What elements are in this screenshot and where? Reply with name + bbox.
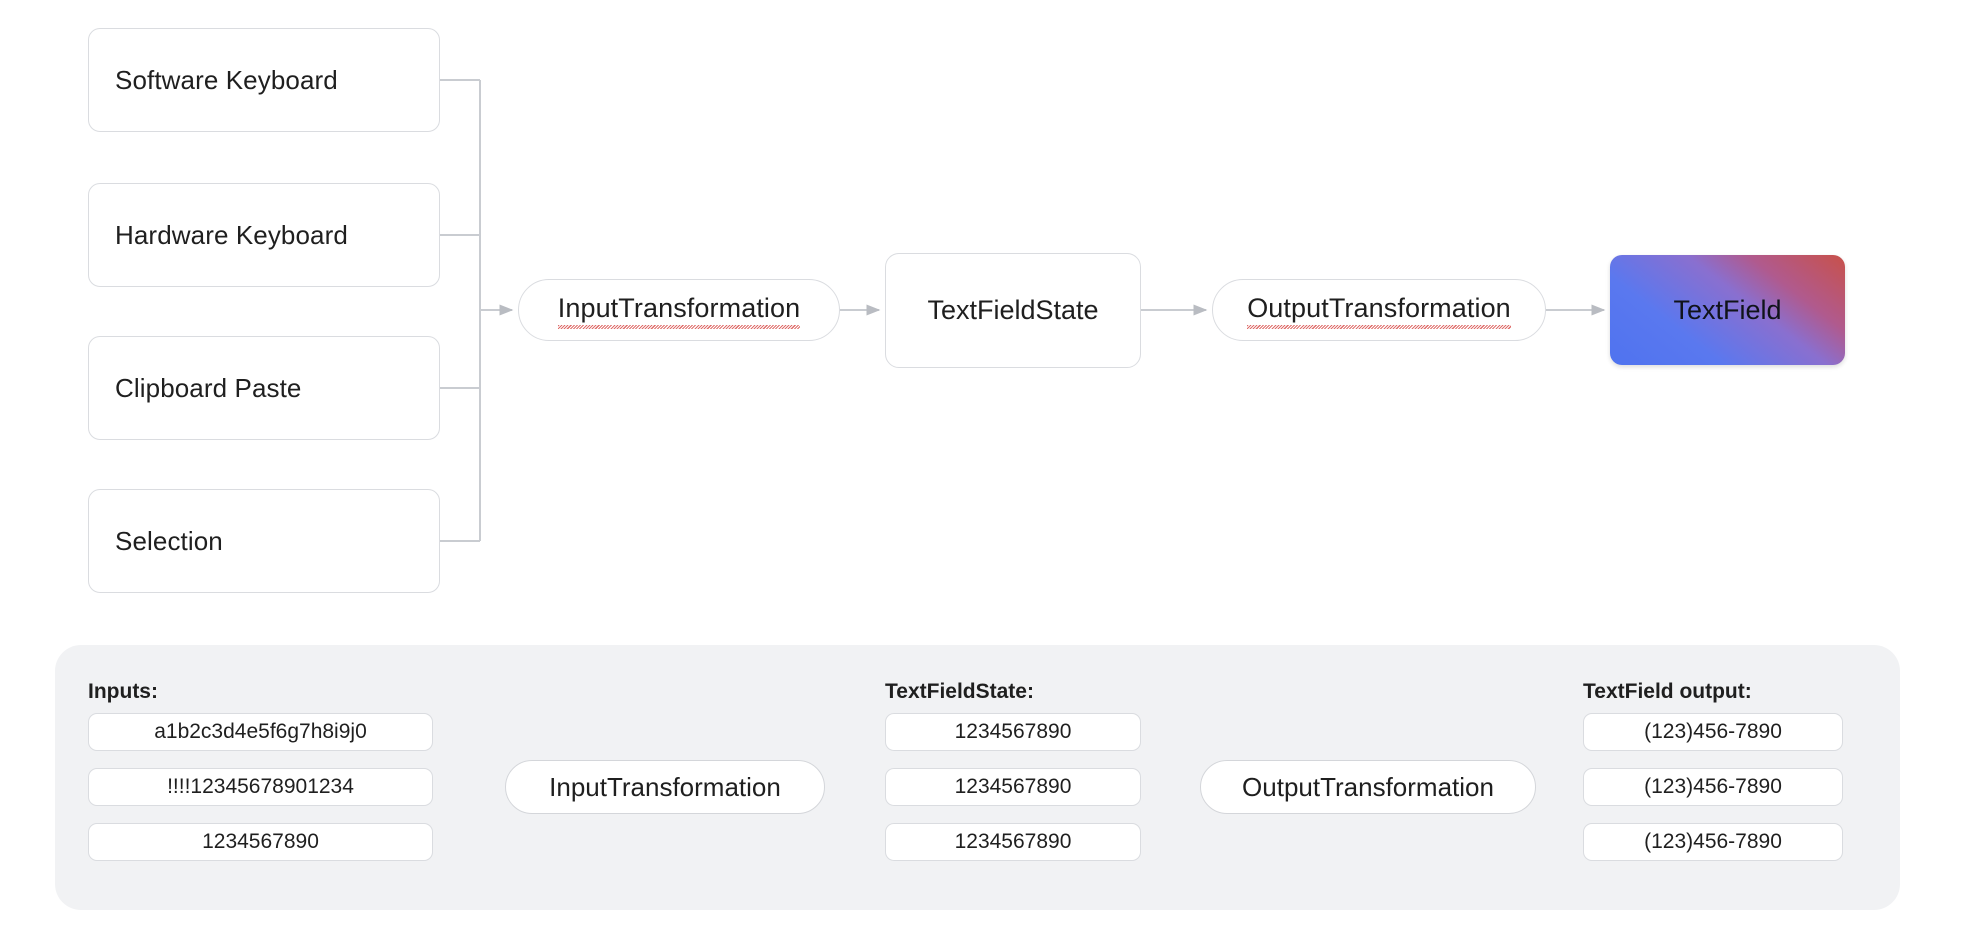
textfieldstate-value-text: 1234567890: [954, 830, 1072, 853]
panel-node-output-transformation[interactable]: OutputTransformation: [1200, 760, 1536, 814]
panel-node-input-transformation-label: InputTransformation: [549, 771, 781, 802]
textfieldstate-value-box[interactable]: 1234567890: [885, 713, 1141, 751]
source-box-hardware-keyboard[interactable]: Hardware Keyboard: [88, 183, 440, 287]
panel-node-output-transformation-label: OutputTransformation: [1242, 771, 1494, 802]
node-input-transformation[interactable]: InputTransformation: [518, 279, 840, 341]
source-box-software-keyboard[interactable]: Software Keyboard: [88, 28, 440, 132]
textfieldstate-value-box[interactable]: 1234567890: [885, 768, 1141, 806]
textfield-output-text: (123)456-7890: [1644, 720, 1782, 743]
source-box-clipboard-paste[interactable]: Clipboard Paste: [88, 336, 440, 440]
panel-label-inputs: Inputs:: [88, 680, 158, 703]
textfield-output-box[interactable]: (123)456-7890: [1583, 768, 1843, 806]
node-input-transformation-label: InputTransformation: [557, 293, 801, 329]
node-textfieldstate-label: TextFieldState: [927, 295, 1099, 325]
source-box-label: Clipboard Paste: [115, 372, 302, 403]
input-value-text: 1234567890: [202, 830, 319, 853]
panel-node-input-transformation[interactable]: InputTransformation: [505, 760, 825, 814]
textfieldstate-value-box[interactable]: 1234567890: [885, 823, 1141, 861]
source-box-label: Selection: [115, 525, 223, 556]
source-box-label: Hardware Keyboard: [115, 219, 348, 250]
textfield-output-text: (123)456-7890: [1644, 830, 1782, 853]
input-value-text: a1b2c3d4e5f6g7h8i9j0: [154, 720, 367, 743]
node-output-transformation-label: OutputTransformation: [1247, 293, 1511, 329]
panel-label-textfieldstate: TextFieldState:: [885, 680, 1034, 703]
input-value-text: !!!!12345678901234: [167, 775, 354, 798]
input-value-box[interactable]: !!!!12345678901234: [88, 768, 433, 806]
node-output-transformation[interactable]: OutputTransformation: [1212, 279, 1546, 341]
textfield-output-box[interactable]: (123)456-7890: [1583, 713, 1843, 751]
textfieldstate-value-text: 1234567890: [954, 720, 1072, 743]
node-textfield[interactable]: TextField: [1610, 255, 1845, 365]
input-value-box[interactable]: 1234567890: [88, 823, 433, 861]
input-value-box[interactable]: a1b2c3d4e5f6g7h8i9j0: [88, 713, 433, 751]
node-textfieldstate[interactable]: TextFieldState: [885, 253, 1141, 368]
node-textfield-label: TextField: [1673, 294, 1782, 325]
source-box-label: Software Keyboard: [115, 64, 338, 95]
textfield-output-text: (123)456-7890: [1644, 775, 1782, 798]
panel-label-textfield-output: TextField output:: [1583, 680, 1752, 703]
textfieldstate-value-text: 1234567890: [954, 775, 1072, 798]
textfield-output-box[interactable]: (123)456-7890: [1583, 823, 1843, 861]
source-box-selection[interactable]: Selection: [88, 489, 440, 593]
